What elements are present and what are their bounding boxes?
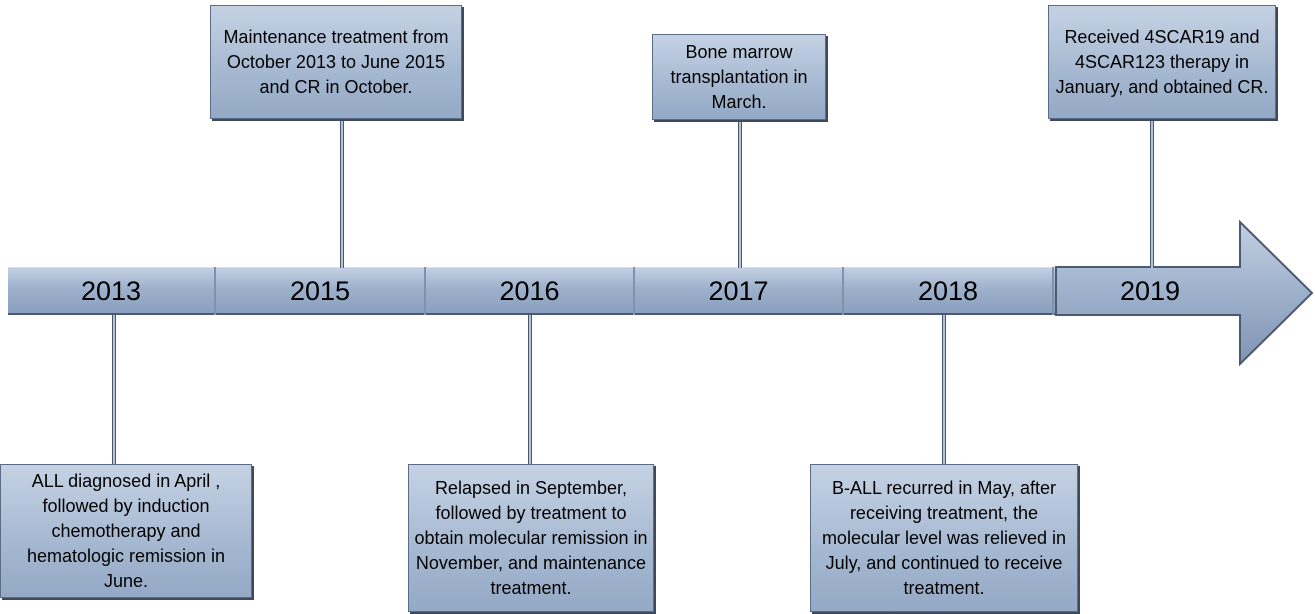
event-2019-text: Received 4SCAR19 and 4SCAR123 therapy in… xyxy=(1055,26,1269,97)
event-2016-text: Relapsed in September, followed by treat… xyxy=(414,477,648,598)
connector-2017 xyxy=(738,120,742,268)
event-2013: ALL diagnosed in April , followed by ind… xyxy=(0,464,252,598)
year-2019: 2019 xyxy=(1119,275,1181,306)
connector-2018 xyxy=(942,315,946,465)
connector-2015 xyxy=(340,118,344,268)
event-2015-text: Maintenance treatment from October 2013 … xyxy=(223,26,449,97)
event-2018-text: B-ALL recurred in May, after receiving t… xyxy=(821,477,1067,598)
timeline-bar xyxy=(8,267,1058,315)
event-2018: B-ALL recurred in May, after receiving t… xyxy=(810,464,1078,612)
timeline-arrow xyxy=(1055,220,1314,366)
connector-2019 xyxy=(1150,118,1154,268)
year-2013: 2013 xyxy=(8,267,216,315)
event-2017: Bone marrow transplantation in March. xyxy=(652,34,826,120)
year-2015: 2015 xyxy=(216,267,426,315)
year-2017: 2017 xyxy=(635,267,844,315)
event-2019: Received 4SCAR19 and 4SCAR123 therapy in… xyxy=(1048,5,1276,119)
connector-2013 xyxy=(112,315,116,465)
year-2018: 2018 xyxy=(844,267,1054,315)
event-2015: Maintenance treatment from October 2013 … xyxy=(210,5,462,119)
event-2017-text: Bone marrow transplantation in March. xyxy=(670,41,808,112)
event-2016: Relapsed in September, followed by treat… xyxy=(408,464,654,612)
year-2016: 2016 xyxy=(426,267,635,315)
connector-2016 xyxy=(528,315,532,465)
event-2013-text: ALL diagnosed in April , followed by ind… xyxy=(26,470,226,591)
